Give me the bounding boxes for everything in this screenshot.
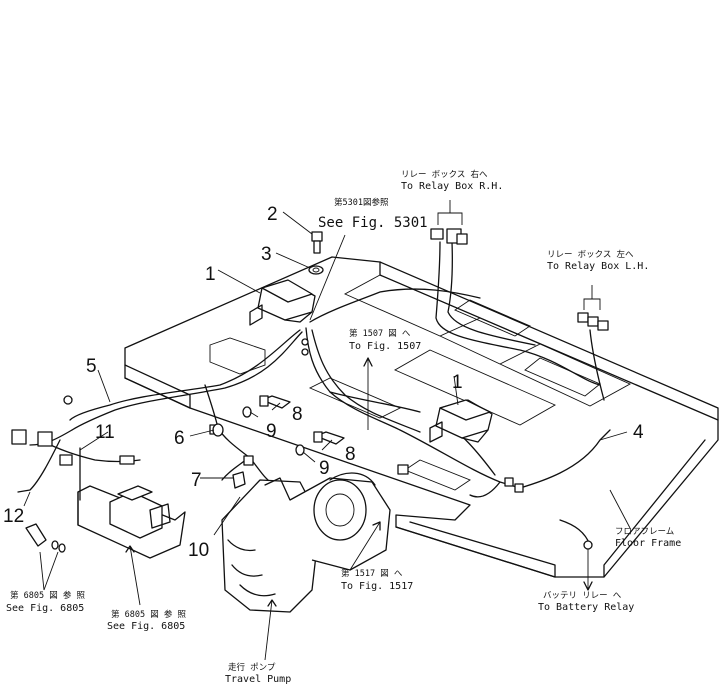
bolt-12	[25, 523, 66, 553]
bolt-8-upper	[259, 395, 291, 409]
washer-9-lower	[295, 444, 305, 456]
callout-3: 3	[261, 244, 272, 265]
bolt-8-lower	[313, 431, 345, 445]
pedal-switch-left	[249, 279, 316, 326]
travel-pump-en: Travel Pump	[225, 674, 291, 685]
washer-9-upper	[242, 406, 252, 418]
floor-frame-jp: フロアフレーム	[615, 527, 674, 537]
callout-2: 2	[267, 204, 278, 225]
labels: 第5301図参照 See Fig. 5301 リレー ボックス 右へ To Re…	[6, 169, 681, 685]
relay-lh-en: To Relay Box L.H.	[547, 261, 649, 272]
washer-3	[308, 265, 324, 275]
pedal-switch-right	[429, 399, 493, 443]
fig6805-mid-en: See Fig. 6805	[107, 621, 185, 632]
battery-relay-en: To Battery Relay	[538, 602, 634, 613]
clip-7	[232, 471, 246, 489]
travel-pump-jp: 走行 ポンプ	[228, 662, 276, 673]
fig1517-en: To Fig. 1517	[341, 581, 413, 592]
leader-lines	[23, 200, 631, 661]
callout-1-right: 1	[452, 372, 463, 393]
bolt-2	[311, 231, 323, 254]
relay-lh-jp: リレー ボックス 左へ	[547, 249, 634, 260]
callout-4: 4	[633, 422, 644, 443]
callout-12: 12	[3, 506, 24, 527]
floor-frame-en: Floor Frame	[615, 538, 681, 549]
fig1507-en: To Fig. 1507	[349, 341, 421, 352]
fig1517-jp: 第 1517 図 へ	[341, 568, 403, 579]
fig6805-mid-jp: 第 6805 図 参 照	[111, 609, 186, 620]
see-fig-5301-en: See Fig. 5301	[318, 215, 428, 231]
floor-frame	[124, 256, 719, 578]
callout-9-upper: 9	[266, 421, 277, 442]
fig6805-left-en: See Fig. 6805	[6, 603, 84, 614]
main-harness	[17, 241, 611, 546]
relay-rh-jp: リレー ボックス 右へ	[401, 169, 488, 180]
travel-pump	[221, 472, 391, 613]
callout-10: 10	[188, 540, 209, 561]
callout-5: 5	[86, 356, 97, 377]
relay-bracket-11	[77, 447, 186, 559]
callout-11: 11	[95, 422, 115, 443]
callout-1-left: 1	[205, 264, 216, 285]
battery-relay-jp: バッテリ リレー へ	[543, 591, 622, 601]
callout-9-lower: 9	[319, 458, 330, 479]
relay-rh-en: To Relay Box R.H.	[401, 181, 503, 192]
fig6805-left-jp: 第 6805 図 参 照	[10, 590, 85, 601]
callout-8-upper: 8	[292, 404, 303, 425]
callout-6: 6	[174, 428, 185, 449]
fig1507-jp: 第 1507 図 へ	[349, 328, 411, 339]
callouts: 2 3 1 1 5 11 6 8 9 8 9 7 10 12 4	[3, 204, 644, 561]
callout-8-lower: 8	[345, 444, 356, 465]
see-fig-5301-jp: 第5301図参照	[334, 197, 389, 208]
callout-7: 7	[191, 470, 202, 491]
clamp-6	[212, 423, 224, 437]
